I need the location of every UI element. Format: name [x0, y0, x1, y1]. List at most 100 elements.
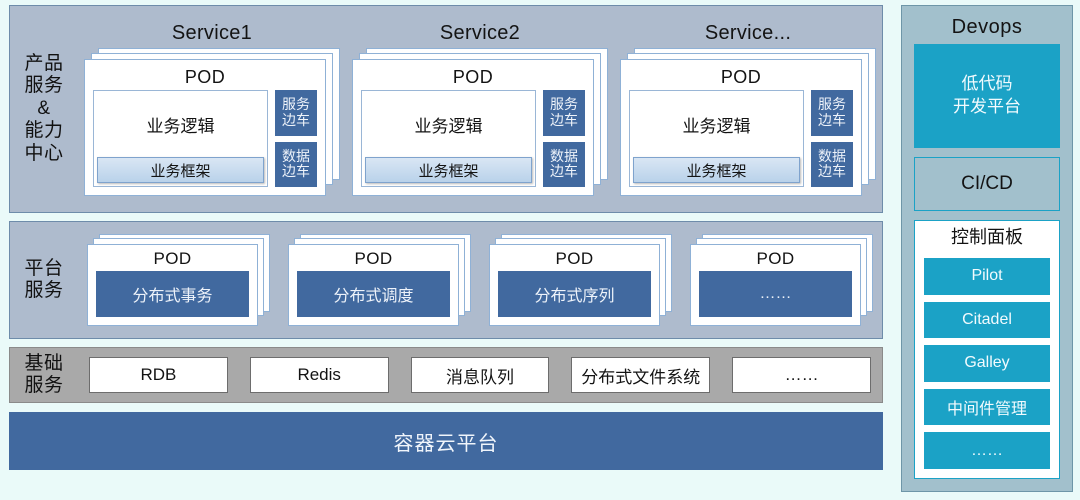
sidecar-line: 边车: [282, 111, 310, 128]
services-container: Service1 POD 业务逻辑 业务框架: [78, 6, 882, 212]
platform-pod-group-4[interactable]: POD ……: [690, 234, 873, 326]
basic-service-item-more[interactable]: ……: [732, 357, 871, 393]
basic-service-item-distributed-file-system[interactable]: 分布式文件系统: [571, 357, 711, 393]
sidecar-line: 边车: [818, 163, 846, 180]
business-column: 业务逻辑 业务框架: [361, 90, 536, 187]
pod-stack: POD 业务逻辑 业务框架 服务 边车: [84, 48, 340, 196]
row-label-basic-services: 基础 服务: [10, 348, 78, 402]
pod-title: POD: [756, 249, 795, 268]
platform-service-box: 分布式事务: [96, 271, 249, 317]
label-line: 能力: [24, 120, 64, 142]
sidecar-line: 边车: [550, 163, 578, 180]
pod-inner: 业务逻辑 业务框架 服务 边车 数据: [361, 90, 585, 187]
platform-service-box: ……: [699, 271, 852, 317]
basic-service-item-redis[interactable]: Redis: [249, 357, 389, 393]
platform-pod-group-3[interactable]: POD 分布式序列: [489, 234, 672, 326]
row-basic-services: 基础 服务 RDB Redis 消息队列 分布式文件系统 ……: [9, 347, 883, 403]
data-sidecar-box: 数据 边车: [275, 141, 317, 187]
sidecar-column: 服务 边车 数据 边车: [543, 90, 585, 187]
row-label-product-services: 产品 服务 & 能力 中心: [10, 6, 78, 212]
pod-title: POD: [720, 67, 762, 87]
sidecar-column: 服务 边车 数据 边车: [811, 90, 853, 187]
devops-title: Devops: [951, 16, 1023, 38]
service-group-3[interactable]: Service... POD 业务逻辑 业务框架: [620, 20, 876, 198]
control-panel-item-more[interactable]: ……: [924, 432, 1050, 469]
pod-card[interactable]: POD 分布式调度: [288, 244, 459, 326]
pod-title: POD: [452, 67, 494, 87]
left-stack: 产品 服务 & 能力 中心 Service1 POD: [9, 5, 883, 497]
devops-panel: Devops 低代码 开发平台 CI/CD 控制面板 Pilot Citadel…: [901, 5, 1073, 492]
sidecar-line: 数据: [550, 147, 578, 164]
pod-stack: POD 业务逻辑 业务框架 服务 边车: [620, 48, 876, 196]
row-label-platform-services: 平台 服务: [10, 222, 78, 338]
control-panel-box: 控制面板 Pilot Citadel Galley 中间件管理 ……: [914, 220, 1060, 479]
service-sidecar-box: 服务 边车: [543, 90, 585, 136]
control-panel-title: 控制面板: [951, 227, 1023, 247]
low-code-line: 低代码: [961, 74, 1013, 94]
sidecar-line: 边车: [818, 111, 846, 128]
business-framework-box: 业务框架: [97, 157, 264, 183]
basic-container: RDB Redis 消息队列 分布式文件系统 ……: [78, 348, 882, 402]
business-column: 业务逻辑 业务框架: [629, 90, 804, 187]
service-title: Service1: [171, 22, 253, 44]
sidecar-column: 服务 边车 数据 边车: [275, 90, 317, 187]
service-sidecar-box: 服务 边车: [275, 90, 317, 136]
business-framework-box: 业务框架: [633, 157, 800, 183]
label-line: 基础: [24, 352, 64, 374]
label-line: 平台: [24, 257, 64, 279]
sidecar-line: 边车: [282, 163, 310, 180]
business-logic-box: 业务逻辑: [682, 116, 751, 136]
control-panel-item-citadel[interactable]: Citadel: [924, 301, 1050, 339]
data-sidecar-box: 数据 边车: [543, 141, 585, 187]
row-container-cloud-platform: 容器云平台: [9, 412, 883, 470]
pod-title: POD: [153, 249, 192, 268]
low-code-line: 开发平台: [953, 97, 1021, 116]
container-cloud-platform-label: 容器云平台: [393, 432, 499, 455]
pod-title: POD: [354, 249, 393, 268]
service-sidecar-box: 服务 边车: [811, 90, 853, 136]
row-product-services: 产品 服务 & 能力 中心 Service1 POD: [9, 5, 883, 213]
business-framework-box: 业务框架: [365, 157, 532, 183]
pod-inner: 业务逻辑 业务框架 服务 边车 数据: [93, 90, 317, 187]
sidecar-line: 服务: [550, 96, 578, 113]
service-title: Service2: [439, 22, 521, 44]
label-line: 服务: [24, 375, 64, 396]
business-logic-box: 业务逻辑: [146, 116, 215, 136]
pod-title: POD: [184, 67, 226, 87]
business-column: 业务逻辑 业务框架: [93, 90, 268, 187]
row-platform-services: 平台 服务 POD 分布式事务 POD 分布式调: [9, 221, 883, 339]
cicd-box[interactable]: CI/CD: [914, 157, 1060, 211]
sidecar-line: 服务: [818, 96, 846, 113]
label-line: 服务: [24, 280, 64, 301]
platform-service-box: 分布式序列: [498, 271, 651, 317]
low-code-platform-box[interactable]: 低代码 开发平台: [914, 44, 1060, 148]
sidecar-line: 服务: [282, 96, 310, 113]
pod-card[interactable]: POD 分布式事务: [87, 244, 258, 326]
service-title: Service...: [704, 22, 792, 44]
control-panel-item-middleware-management[interactable]: 中间件管理: [924, 388, 1050, 426]
basic-service-item-rdb[interactable]: RDB: [89, 357, 228, 393]
basic-service-item-message-queue[interactable]: 消息队列: [410, 357, 550, 393]
control-panel-item-galley[interactable]: Galley: [924, 345, 1050, 382]
service-group-2[interactable]: Service2 POD 业务逻辑 业务框架: [352, 20, 608, 198]
data-sidecar-box: 数据 边车: [811, 141, 853, 187]
pod-card[interactable]: POD 业务逻辑 业务框架 服务 边车: [84, 59, 326, 196]
pod-card[interactable]: POD ……: [690, 244, 861, 326]
platform-service-box: 分布式调度: [297, 271, 450, 317]
platform-pod-group-1[interactable]: POD 分布式事务: [87, 234, 270, 326]
label-line: 产品: [24, 52, 64, 74]
pod-stack: POD 业务逻辑 业务框架 服务 边车: [352, 48, 608, 196]
business-logic-box: 业务逻辑: [414, 116, 483, 136]
sidecar-line: 边车: [550, 111, 578, 128]
pod-card[interactable]: POD 业务逻辑 业务框架 服务 边车: [352, 59, 594, 196]
label-line: 服务: [24, 75, 64, 97]
service-group-1[interactable]: Service1 POD 业务逻辑 业务框架: [84, 20, 340, 198]
pod-card[interactable]: POD 业务逻辑 业务框架 服务 边车: [620, 59, 862, 196]
pod-inner: 业务逻辑 业务框架 服务 边车 数据: [629, 90, 853, 187]
sidecar-line: 数据: [818, 147, 846, 164]
pod-card[interactable]: POD 分布式序列: [489, 244, 660, 326]
control-panel-item-pilot[interactable]: Pilot: [924, 258, 1050, 295]
platform-pod-group-2[interactable]: POD 分布式调度: [288, 234, 471, 326]
label-line: &: [37, 97, 51, 119]
